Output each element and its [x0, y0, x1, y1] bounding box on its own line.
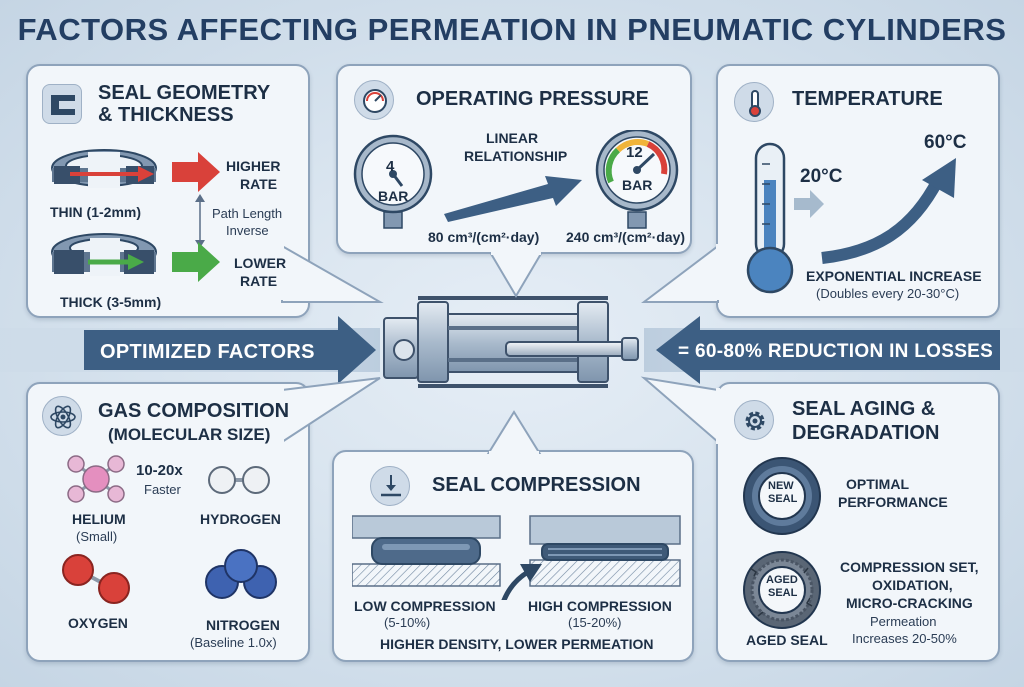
- low-compression-label: LOW COMPRESSION: [354, 598, 496, 614]
- higher-rate-line2: RATE: [240, 176, 278, 192]
- gauge-low-value: 4: [386, 158, 395, 175]
- right-banner-arrow: [656, 316, 1000, 384]
- pressure-rate-high: 240 cm³/(cm²·day): [566, 229, 686, 245]
- aged-seal-ring-line2: SEAL: [768, 587, 798, 599]
- seal-geometry-title-line1: SEAL GEOMETRY: [98, 82, 271, 104]
- temperature-title: TEMPERATURE: [792, 88, 943, 110]
- temperature-high: 60°C: [924, 132, 967, 153]
- seal-aging-title-line2: DEGRADATION: [792, 422, 940, 444]
- seal-geometry-callout-pointer: [280, 244, 384, 303]
- seal-aging-rings: [743, 457, 821, 629]
- left-banner-text: OPTIMIZED FACTORS: [100, 341, 315, 363]
- pressure-callout-pointer: [488, 252, 544, 298]
- pressure-gauge-icon: [354, 80, 394, 120]
- helium-note: (Small): [76, 529, 118, 544]
- new-seal-line2: SEAL: [768, 493, 798, 505]
- aging-increase-line2: Increases 20-50%: [852, 631, 957, 646]
- oxygen-molecule: [62, 554, 130, 604]
- nitrogen-molecule: [205, 549, 277, 599]
- exponential-increase-note: (Doubles every 20-30°C): [816, 286, 960, 301]
- aging-effects-line1: COMPRESSION SET,: [840, 559, 979, 575]
- temperature-low: 20°C: [800, 166, 843, 187]
- lower-rate-line2: RATE: [240, 273, 278, 289]
- helium-name: HELIUM: [72, 511, 126, 527]
- gas-composition-title-line2: (MOLECULAR SIZE): [108, 425, 271, 444]
- pressure-rate-low: 80 cm³/(cm²·day): [428, 229, 540, 245]
- seal-aging-title-line1: SEAL AGING &: [792, 398, 936, 420]
- page-title: FACTORS AFFECTING PERMEATION IN PNEUMATI…: [17, 12, 1007, 47]
- thermometer-icon: [734, 82, 774, 122]
- aging-increase-line1: Permeation: [870, 614, 937, 629]
- nitrogen-name: NITROGEN: [206, 617, 280, 633]
- high-compression-label: HIGH COMPRESSION: [528, 598, 672, 614]
- aged-seal-label: AGED SEAL: [746, 632, 828, 648]
- linear-relationship-line1: LINEAR: [486, 130, 539, 146]
- path-length-line1: Path Length: [212, 206, 283, 221]
- new-seal-line1: NEW: [768, 480, 794, 492]
- seal-profile-icon: [42, 84, 82, 124]
- gauge-low-unit: BAR: [378, 188, 409, 204]
- exponential-increase-label: EXPONENTIAL INCREASE: [806, 268, 982, 284]
- center-band: [0, 316, 1024, 384]
- linear-relationship-line2: RELATIONSHIP: [464, 148, 568, 164]
- optimal-line2: PERFORMANCE: [838, 494, 948, 510]
- thin-seal-label: THIN (1-2mm): [50, 204, 142, 220]
- exponential-increase-arrow: [821, 177, 944, 264]
- pneumatic-cylinder: [383, 296, 639, 388]
- left-banner-arrow: [84, 316, 376, 384]
- gas-callout-pointer: [280, 377, 381, 444]
- hydrogen-name: HYDROGEN: [200, 511, 281, 527]
- speed-factor-line1: 10-20x: [136, 462, 183, 479]
- speed-factor-line2: Faster: [144, 482, 181, 497]
- aging-effects-line2: OXIDATION,: [872, 577, 953, 593]
- optimal-line1: OPTIMAL: [846, 476, 909, 492]
- atom-icon: [42, 396, 82, 436]
- right-banner-text: = 60-80% REDUCTION IN LOSSES: [678, 341, 994, 362]
- thick-seal-label: THICK (3-5mm): [60, 294, 162, 310]
- compression-callout-pointer: [486, 410, 542, 454]
- nitrogen-note: (Baseline 1.0x): [190, 635, 277, 650]
- gauge-high-unit: BAR: [622, 177, 653, 193]
- compression-arrow-icon: [370, 466, 410, 506]
- temperature-callout-pointer: [641, 243, 720, 303]
- gas-molecules: [62, 455, 277, 604]
- low-compression-range: (5-10%): [384, 615, 431, 630]
- operating-pressure-title: OPERATING PRESSURE: [416, 88, 649, 110]
- pressure-gauges: [353, 130, 679, 229]
- path-length-line2: Inverse: [226, 223, 269, 238]
- temperature-illustration: [746, 142, 956, 294]
- aging-callout-pointer: [640, 376, 720, 445]
- gauge-high-value: 12: [626, 144, 643, 161]
- helium-molecule: [67, 455, 125, 503]
- temperature-shift-arrow: [794, 190, 824, 218]
- seal-geometry-title-line2: & THICKNESS: [98, 104, 234, 126]
- lower-rate-line1: LOWER: [234, 255, 287, 271]
- seal-thickness-illustration: [51, 149, 220, 282]
- compression-illustration: [352, 515, 681, 600]
- gear-icon: [734, 400, 774, 440]
- aging-effects-line3: MICRO-CRACKING: [846, 595, 973, 611]
- higher-rate-line1: HIGHER: [226, 158, 281, 174]
- gas-composition-title-line1: GAS COMPOSITION: [98, 400, 290, 422]
- high-compression-range: (15-20%): [568, 615, 622, 630]
- linear-relationship-arrow: [444, 176, 582, 222]
- hydrogen-molecule: [208, 466, 270, 494]
- compression-summary: HIGHER DENSITY, LOWER PERMEATION: [380, 636, 654, 652]
- seal-compression-title: SEAL COMPRESSION: [432, 474, 641, 496]
- oxygen-name: OXYGEN: [68, 615, 128, 631]
- aged-seal-ring-line1: AGED: [766, 574, 798, 586]
